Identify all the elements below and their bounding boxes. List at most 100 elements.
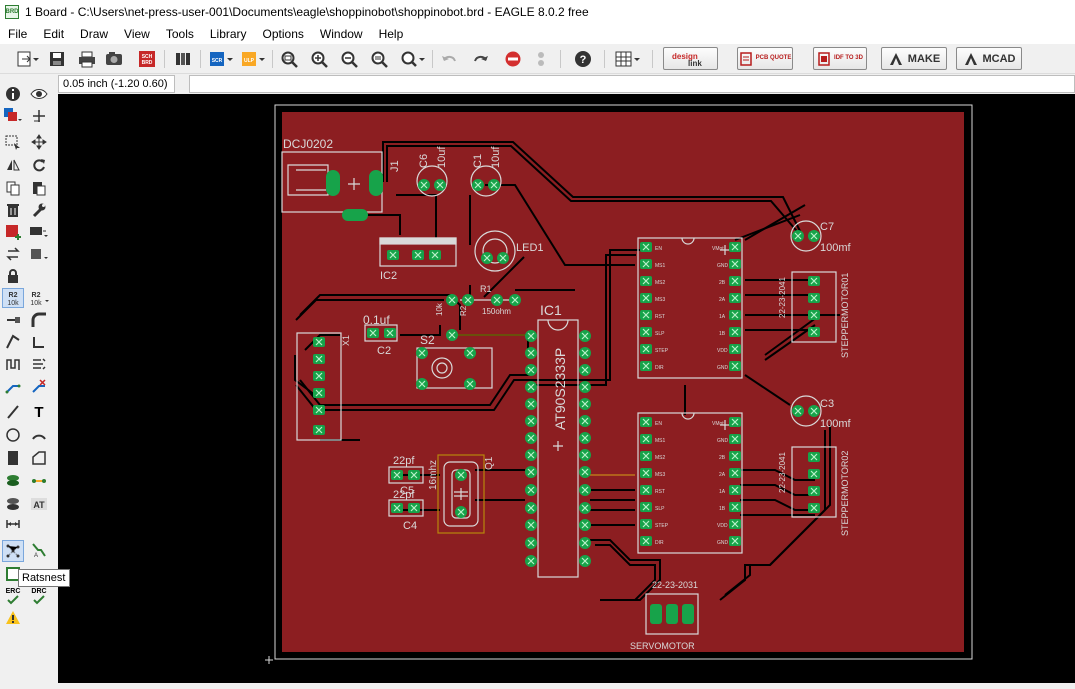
split-icon[interactable] [2, 332, 24, 352]
signal-icon[interactable] [28, 471, 50, 491]
rectangle-icon[interactable] [2, 448, 24, 468]
wire-icon[interactable] [2, 402, 24, 422]
svg-text:STEP: STEP [655, 348, 669, 354]
mirror-icon[interactable] [2, 155, 24, 175]
zoom-select-dropdown-icon[interactable] [400, 48, 426, 70]
idf-to-3d-button[interactable]: IDF TO 3D [813, 47, 867, 70]
zoom-fit-icon[interactable] [278, 48, 300, 70]
layer-settings-icon[interactable] [2, 106, 24, 126]
dimension-icon[interactable] [2, 514, 24, 534]
smash-icon[interactable] [2, 310, 24, 330]
ulp-dropdown-button[interactable]: ULP [240, 48, 266, 70]
attribute-icon[interactable]: AT [28, 494, 50, 514]
library-icon[interactable] [172, 48, 194, 70]
redo-icon[interactable] [470, 48, 492, 70]
menu-bar: File Edit Draw View Tools Library Option… [0, 24, 1075, 44]
menu-options[interactable]: Options [262, 27, 304, 41]
svg-text:?: ? [580, 54, 587, 66]
menu-library[interactable]: Library [209, 27, 247, 41]
via-icon[interactable] [2, 471, 24, 491]
svg-text:VMot: VMot [712, 421, 724, 427]
svg-text:MS3: MS3 [655, 472, 666, 478]
print-icon[interactable] [76, 48, 98, 70]
rotate-icon[interactable] [28, 155, 50, 175]
make-label: MAKE [907, 52, 941, 65]
svg-text:GND: GND [717, 540, 729, 546]
copy-icon[interactable] [2, 178, 24, 198]
drc-button[interactable]: DRC [28, 584, 50, 608]
save-icon[interactable] [46, 48, 68, 70]
arc-icon[interactable] [28, 425, 50, 445]
label-servomotor: SERVOMOTOR [630, 641, 695, 651]
delete-icon[interactable] [2, 200, 24, 220]
label-c2: C2 [377, 345, 391, 357]
miter-icon[interactable] [28, 310, 50, 330]
route-icon[interactable] [2, 376, 24, 396]
script-dropdown-button[interactable]: SCR [208, 48, 234, 70]
ratsnest-icon[interactable] [2, 540, 24, 562]
command-input[interactable] [189, 75, 1075, 93]
optimize-icon[interactable] [28, 332, 50, 352]
split-dropdown-icon[interactable] [28, 244, 50, 264]
warning-icon[interactable] [2, 608, 24, 628]
circle-icon[interactable] [2, 425, 24, 445]
make-button[interactable]: MAKE [881, 47, 947, 70]
help-icon[interactable]: ? [572, 48, 594, 70]
swap-icon[interactable] [2, 244, 24, 264]
meander-icon[interactable] [2, 354, 24, 374]
route-multiple-icon[interactable] [28, 354, 50, 374]
eagle-app-icon: BRD [5, 5, 19, 19]
show-eye-icon[interactable] [28, 84, 50, 104]
lock-icon[interactable] [2, 266, 24, 286]
move-icon[interactable] [28, 132, 50, 152]
autorouter-icon[interactable]: A [28, 540, 50, 560]
add-part-icon[interactable] [2, 222, 24, 242]
hole-icon[interactable] [2, 494, 24, 514]
ripup-icon[interactable] [28, 376, 50, 396]
menu-view[interactable]: View [124, 27, 150, 41]
menu-help[interactable]: Help [378, 27, 404, 41]
paste-icon[interactable] [28, 178, 50, 198]
svg-text:DIR: DIR [655, 540, 664, 546]
svg-text:MS2: MS2 [655, 455, 666, 461]
undo-icon[interactable] [438, 48, 460, 70]
zoom-redraw-icon[interactable] [368, 48, 390, 70]
svg-text:VDD: VDD [717, 348, 728, 354]
pcb-quote-button[interactable]: PCB QUOTE [737, 47, 793, 70]
erc-button[interactable]: ERC [2, 584, 24, 608]
svg-text:1A: 1A [719, 314, 726, 320]
menu-draw[interactable]: Draw [80, 27, 109, 41]
mcad-label: MCAD [982, 52, 1016, 65]
stop-icon[interactable] [502, 48, 524, 70]
mcad-button[interactable]: MCAD [956, 47, 1022, 70]
svg-text:VMot: VMot [712, 246, 724, 252]
go-icon[interactable] [530, 48, 552, 70]
select-group-icon[interactable] [2, 132, 24, 152]
cam-processor-icon[interactable] [102, 48, 126, 70]
mark-origin-icon[interactable] [28, 106, 50, 126]
board-canvas[interactable]: DCJ0202 J1 C6 10uf C1 10uf IC2 LED1 R1 1… [58, 94, 1075, 683]
menu-edit[interactable]: Edit [43, 27, 65, 41]
svg-text:BRD: BRD [142, 60, 153, 66]
svg-text:MS2: MS2 [655, 280, 666, 286]
wrench-icon[interactable] [28, 200, 50, 220]
text-tool-icon[interactable]: T [34, 403, 44, 421]
menu-file[interactable]: File [8, 27, 28, 41]
svg-text:1B: 1B [719, 506, 726, 512]
open-dropdown-icon[interactable] [14, 48, 40, 70]
info-icon[interactable] [2, 84, 24, 104]
menu-tools[interactable]: Tools [165, 27, 194, 41]
polygon-icon[interactable] [28, 448, 50, 468]
zoom-in-icon[interactable] [308, 48, 330, 70]
zoom-out-icon[interactable] [338, 48, 360, 70]
pcb-layout[interactable]: DCJ0202 J1 C6 10uf C1 10uf IC2 LED1 R1 1… [58, 94, 1075, 683]
grid-dropdown-icon[interactable] [614, 48, 642, 70]
svg-text:2A: 2A [719, 297, 726, 303]
replace-dropdown-icon[interactable] [28, 222, 50, 242]
menu-window[interactable]: Window [319, 27, 363, 41]
